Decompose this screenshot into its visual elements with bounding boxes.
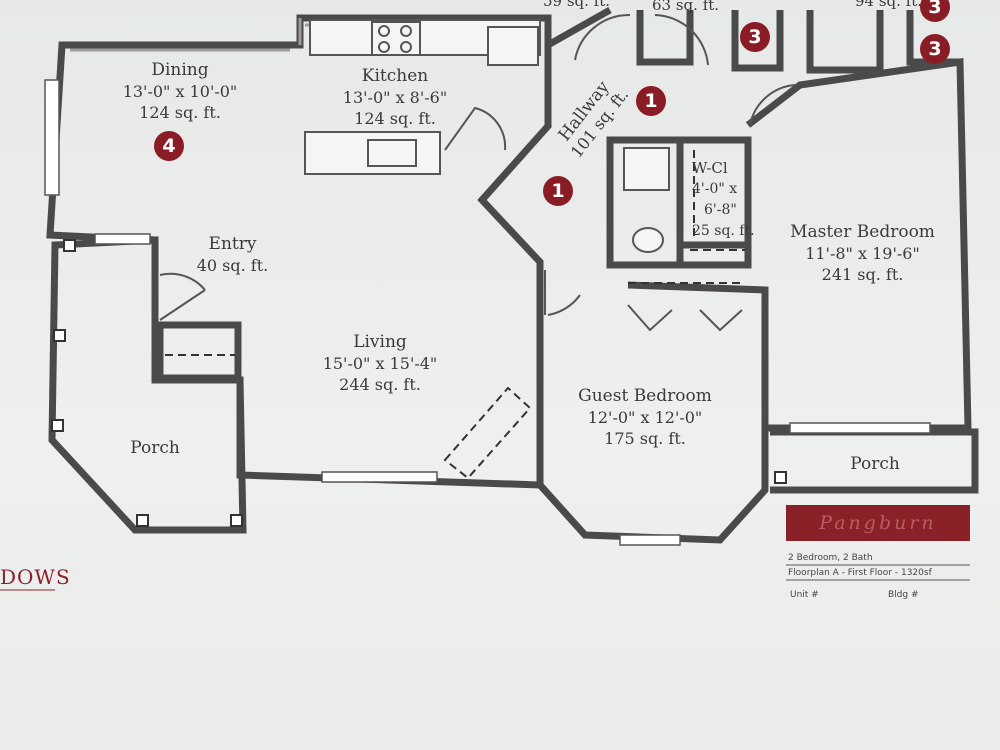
bathroom-wall xyxy=(606,136,752,269)
room-dimensions-2: 6'-8" xyxy=(704,202,737,218)
room-dimensions: 15'-0" x 15'-4" xyxy=(322,354,438,373)
porch-left-outline xyxy=(48,236,247,534)
badge-dining: 4 xyxy=(154,131,184,161)
room-area: 175 sq. ft. xyxy=(604,429,686,448)
room-guest-bedroom: Guest Bedroom 12'-0" x 12'-0" 175 sq. ft… xyxy=(550,386,740,449)
wcl-wall xyxy=(676,140,748,265)
room-living: Living 15'-0" x 15'-4" 244 sq. ft. xyxy=(290,332,470,395)
guest-closet-doors xyxy=(627,304,743,332)
room-dining: Dining 13'-0" x 10'-0" 124 sq. ft. xyxy=(80,60,280,123)
room-dimensions: 13'-0" x 10'-0" xyxy=(122,82,238,101)
fridge xyxy=(487,26,539,66)
guest-bedroom-wall xyxy=(536,262,769,544)
room-dimensions: 11'-8" x 19'-6" xyxy=(805,244,920,263)
room-name: Entry xyxy=(208,234,257,254)
fireplace-outline xyxy=(443,386,532,480)
entry-closet xyxy=(156,321,242,382)
room-name: Porch xyxy=(850,454,900,474)
room-name: Dining xyxy=(151,60,209,80)
room-entry: Entry 40 sq. ft. xyxy=(180,234,285,276)
room-area: 124 sq. ft. xyxy=(139,103,221,122)
window-dining-left xyxy=(44,79,60,196)
window-guest xyxy=(619,534,681,546)
badge-hallway-low: 1 xyxy=(543,176,573,206)
badge-closet-a: 3 xyxy=(740,22,770,52)
room-name: Master Bedroom xyxy=(790,222,935,242)
room-porch-right: Porch xyxy=(830,454,920,475)
room-area: 124 sq. ft. xyxy=(354,109,436,128)
room-area: 244 sq. ft. xyxy=(339,375,421,394)
room-name: Kitchen xyxy=(361,66,429,86)
window-living xyxy=(321,471,438,483)
badge-closet-b: 3 xyxy=(920,0,950,22)
room-dimensions: 13'-0" x 8'-6" xyxy=(342,88,448,107)
top-fragment-left-sqft: 59 sq. ft. xyxy=(543,0,611,10)
door-swing-master xyxy=(749,84,796,126)
room-area: 25 sq. ft. xyxy=(692,223,755,239)
door-swing-entry xyxy=(159,272,206,321)
room-name: Guest Bedroom xyxy=(578,386,712,406)
badge-hallway-top: 1 xyxy=(636,86,666,116)
top-fragment-right-sqft: 94 sq. ft. xyxy=(855,0,923,10)
room-wcl: W-Cl 4'-0" x 6'-8" 25 sq. ft. xyxy=(692,158,762,242)
door-swing-top xyxy=(574,13,709,66)
room-kitchen: Kitchen 13'-0" x 8'-6" 124 sq. ft. xyxy=(295,66,495,129)
info-bldg: Bldg # xyxy=(888,590,919,600)
door-swing-hall xyxy=(544,270,581,316)
room-area: 241 sq. ft. xyxy=(821,265,904,284)
room-name: Living xyxy=(353,332,407,352)
room-porch-left: Porch xyxy=(110,438,200,459)
room-name: W-Cl xyxy=(692,159,728,177)
info-bedrooms: 2 Bedroom, 2 Bath xyxy=(788,553,873,563)
info-unit: Unit # xyxy=(790,590,819,600)
window-entry xyxy=(94,233,151,245)
upper-closets xyxy=(546,6,960,74)
badge-closet-c: 3 xyxy=(920,34,950,64)
info-floorplan: Floorplan A - First Floor - 1320sf xyxy=(788,568,932,578)
kitchen-sink xyxy=(367,139,417,167)
series-fragment: DOWS xyxy=(0,565,71,589)
top-fragment-middle-sqft: 63 sq. ft. xyxy=(652,0,720,14)
toilet xyxy=(632,227,664,253)
door-swing-kitchen xyxy=(444,106,507,151)
room-name: Porch xyxy=(130,438,180,458)
room-area: 40 sq. ft. xyxy=(196,256,269,275)
window-master-porch xyxy=(789,422,931,434)
bath-tub xyxy=(623,147,670,191)
room-dimensions: 12'-0" x 12'-0" xyxy=(587,408,703,427)
room-dimensions-1: 4'-0" x xyxy=(692,181,738,197)
brand-band: Pangburn xyxy=(786,505,970,541)
room-master-bedroom: Master Bedroom 11'-8" x 19'-6" 241 sq. f… xyxy=(770,222,955,285)
